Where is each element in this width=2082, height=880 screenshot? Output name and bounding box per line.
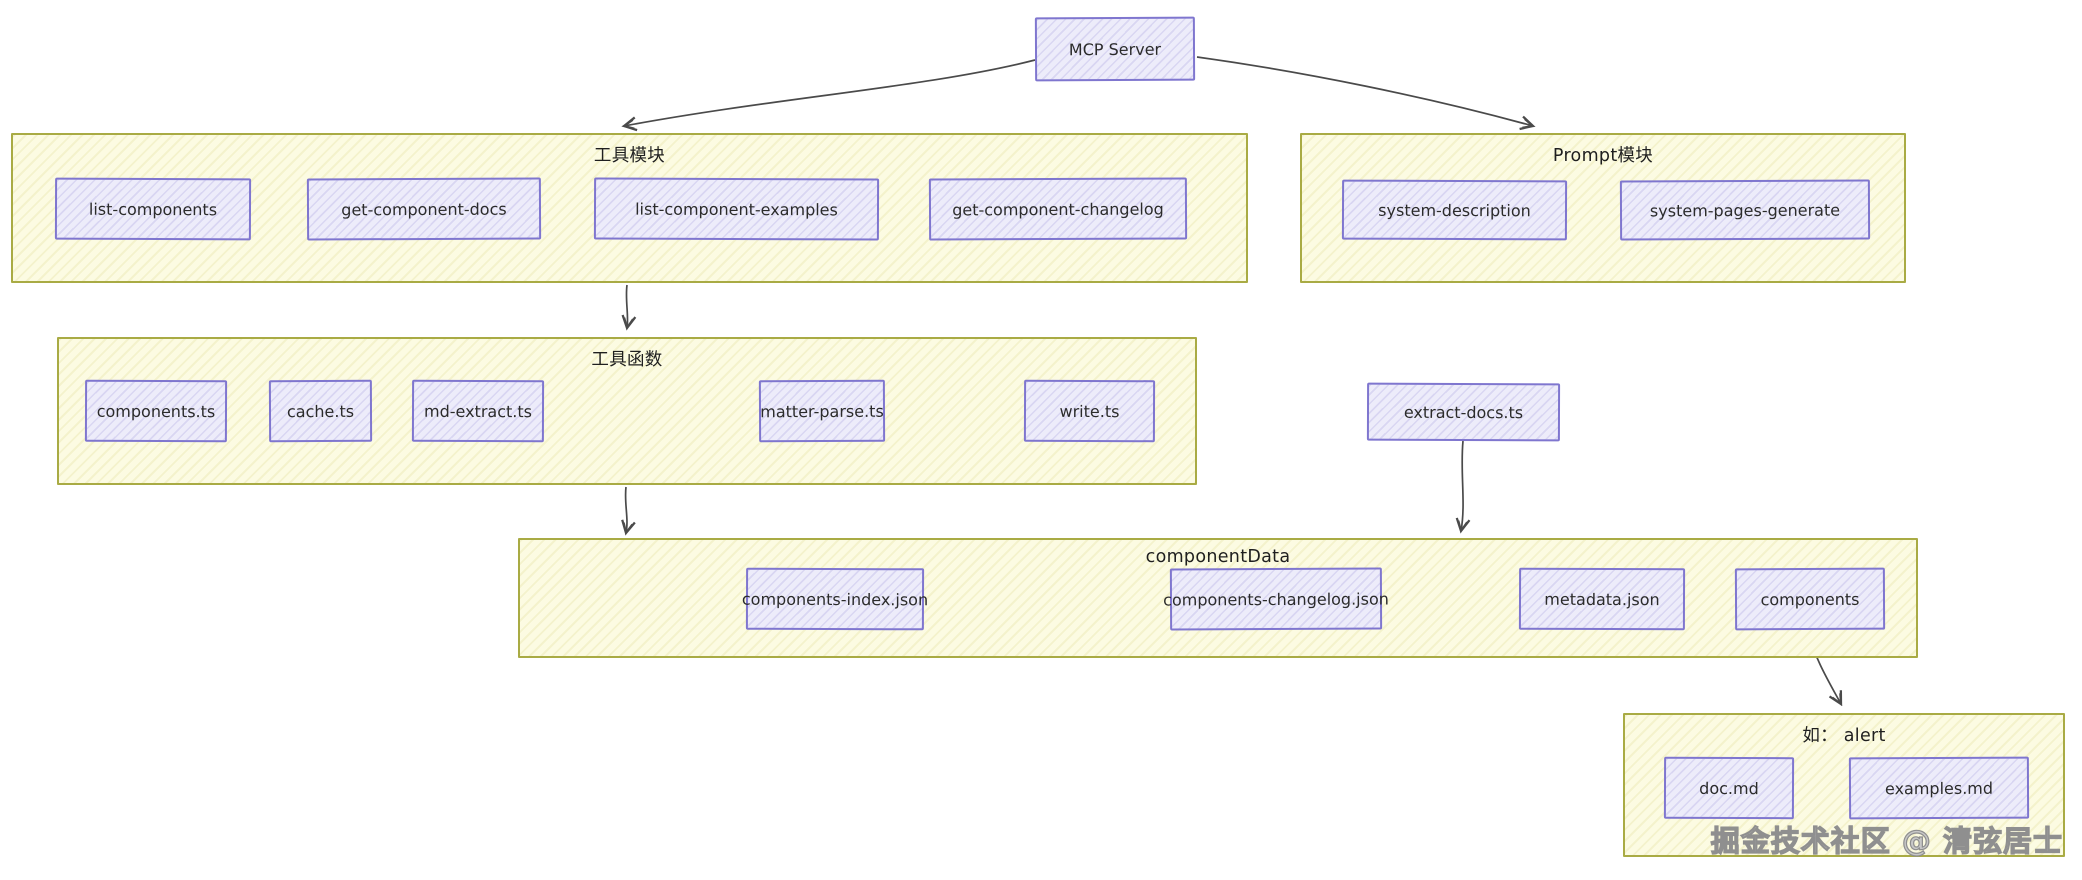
edge-tools-to-utils bbox=[626, 284, 627, 328]
node-matter-parse-ts: matter-parse.ts bbox=[758, 379, 886, 443]
node-label: system-description bbox=[1378, 200, 1531, 220]
node-label: md-extract.ts bbox=[423, 401, 533, 421]
node-label: examples.md bbox=[1884, 778, 1994, 798]
group-prompt: Prompt模块 system-description system-pages… bbox=[1300, 133, 1906, 283]
node-get-component-changelog: get-component-changelog bbox=[928, 177, 1188, 241]
node-components-index-json: components-index.json bbox=[742, 567, 928, 631]
node-mcp-server-label: MCP Server bbox=[1068, 39, 1162, 59]
node-label: list-components bbox=[88, 199, 218, 219]
node-label: write.ts bbox=[1059, 401, 1120, 421]
node-system-pages-generate: system-pages-generate bbox=[1619, 179, 1871, 241]
node-label: cache.ts bbox=[286, 401, 355, 421]
node-cache-ts: cache.ts bbox=[268, 379, 373, 443]
node-label: extract-docs.ts bbox=[1403, 402, 1524, 422]
node-label: components-index.json bbox=[741, 589, 929, 609]
edge-mcp-to-tools bbox=[624, 59, 1036, 126]
node-components-ts: components.ts bbox=[84, 379, 228, 443]
node-list-component-examples: list-component-examples bbox=[593, 177, 880, 241]
node-list-components: list-components bbox=[54, 177, 252, 241]
node-write-ts: write.ts bbox=[1023, 379, 1156, 443]
group-alert-example-label: 如： alert bbox=[1802, 726, 1886, 746]
group-utils: 工具函数 components.ts cache.ts md-extract.t… bbox=[57, 337, 1197, 485]
node-label: get-component-docs bbox=[341, 199, 507, 219]
group-alert-example: 如： alert doc.md examples.md bbox=[1623, 713, 2065, 857]
node-examples-md: examples.md bbox=[1848, 756, 2030, 820]
node-label: components.ts bbox=[96, 401, 216, 421]
group-component-data-label: componentData bbox=[1145, 547, 1291, 567]
node-mcp-server: MCP Server bbox=[1034, 16, 1196, 82]
node-label: components-changelog.json bbox=[1163, 589, 1389, 609]
edge-utils-to-componentdata bbox=[626, 486, 627, 533]
node-label: doc.md bbox=[1699, 778, 1759, 798]
node-components: components bbox=[1734, 567, 1886, 631]
node-metadata-json: metadata.json bbox=[1518, 567, 1686, 631]
group-tools: 工具模块 list-components get-component-docs … bbox=[11, 133, 1248, 283]
node-label: components bbox=[1760, 589, 1860, 609]
group-utils-label: 工具函数 bbox=[591, 350, 663, 370]
node-extract-docs-ts: extract-docs.ts bbox=[1366, 382, 1561, 442]
node-label: matter-parse.ts bbox=[760, 401, 884, 421]
node-doc-md: doc.md bbox=[1663, 756, 1795, 820]
node-label: metadata.json bbox=[1544, 589, 1660, 609]
node-label: get-component-changelog bbox=[952, 199, 1164, 219]
edge-extractdocs-to-componentdata bbox=[1461, 440, 1463, 531]
node-get-component-docs: get-component-docs bbox=[306, 177, 542, 241]
group-component-data: componentData components-index.json comp… bbox=[518, 538, 1918, 658]
watermark-text: 掘金技术社区 @ 清弦居士 bbox=[1710, 823, 2063, 858]
node-system-description: system-description bbox=[1341, 179, 1568, 241]
node-label: system-pages-generate bbox=[1649, 200, 1841, 220]
group-tools-label: 工具模块 bbox=[593, 146, 666, 166]
edge-mcp-to-prompt bbox=[1196, 56, 1533, 126]
group-prompt-label: Prompt模块 bbox=[1552, 146, 1654, 166]
node-components-changelog-json: components-changelog.json bbox=[1163, 567, 1389, 631]
node-md-extract-ts: md-extract.ts bbox=[411, 379, 545, 443]
node-label: list-component-examples bbox=[635, 199, 838, 219]
